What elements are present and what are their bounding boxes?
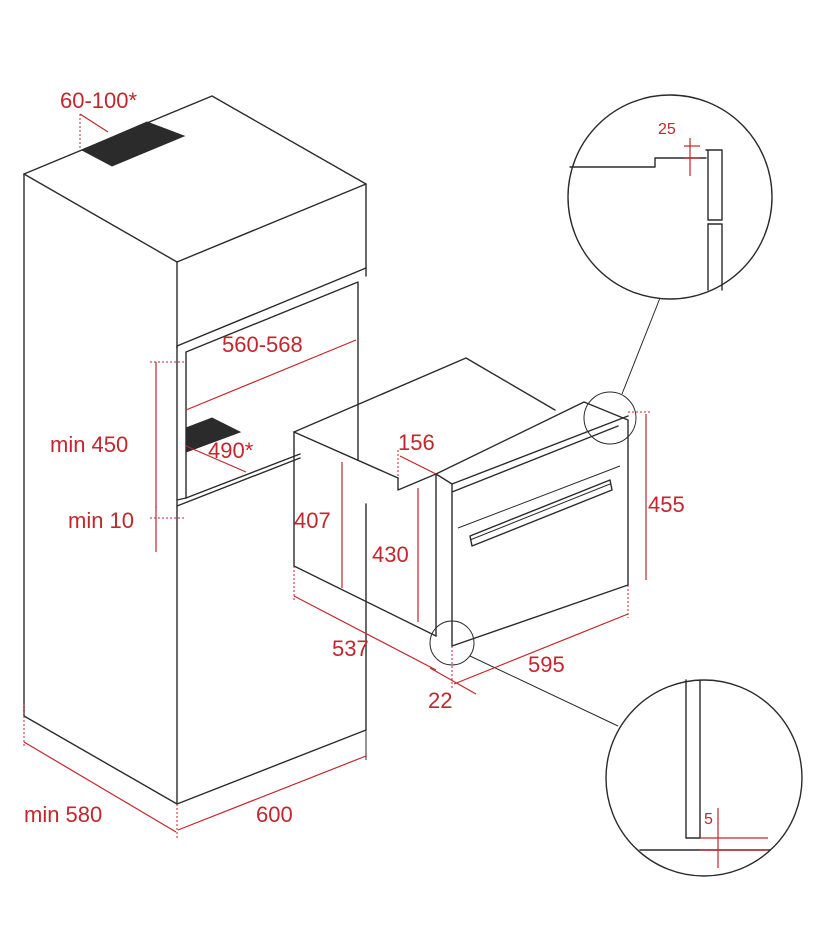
detail-top (567, 94, 773, 445)
label-oven-width: 595 (528, 652, 565, 677)
label-niche-width: 560-568 (222, 332, 303, 357)
label-niche-height: min 450 (50, 432, 128, 457)
label-oven-depth: 537 (332, 636, 369, 661)
label-detail-top: 25 (658, 121, 676, 138)
oven (293, 357, 629, 647)
label-detail-bottom: 5 (704, 811, 713, 828)
label-vent-depth: 60-100* (60, 88, 138, 113)
label-cabinet-depth: min 580 (24, 802, 102, 827)
label-base-gap: min 10 (68, 508, 134, 533)
label-door-offset: 22 (428, 688, 452, 713)
detail-bottom (429, 620, 803, 877)
label-oven-body-height: 407 (294, 508, 331, 533)
label-vent-opening: 490* (208, 438, 254, 463)
label-front-height: 455 (648, 492, 685, 517)
label-cabinet-width: 600 (256, 802, 293, 827)
top-vent-slot (80, 121, 186, 167)
label-top-offset: 156 (398, 430, 435, 455)
label-oven-total-height: 430 (372, 542, 409, 567)
niche-vent-slot (185, 417, 242, 453)
dimension-lines (23, 113, 652, 840)
